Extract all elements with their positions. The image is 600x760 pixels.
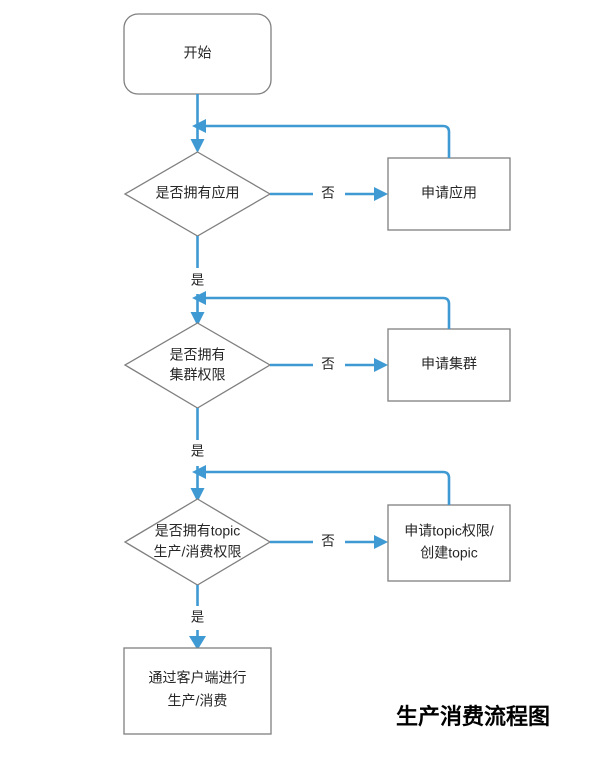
edge-decision-app-yes: 是: [190, 236, 205, 326]
edge-decision-app-no: 否: [270, 186, 388, 201]
edge-feedback-cluster-arrowhead: [192, 291, 206, 305]
node-start[interactable]: 开始: [123, 13, 272, 95]
start-node-label: 开始: [184, 45, 212, 61]
edge-feedback-app: [192, 119, 451, 158]
edge-label-no-cluster: 否: [321, 357, 335, 372]
edge-yes-cluster-arrowhead: [190, 488, 205, 502]
action-app-label-line1: 申请应用: [421, 185, 477, 201]
edge-feedback-topic-arrowhead: [192, 465, 206, 479]
decision-cluster-label-line2: 集群权限: [170, 367, 226, 383]
decision-app-label-line1: 是否拥有应用: [156, 185, 240, 201]
edge-label-yes-topic: 是: [191, 610, 205, 625]
node-action-topic[interactable]: 申请topic权限/ 创建topic: [387, 504, 511, 582]
edge-feedback-topic: [192, 465, 451, 505]
node-action-app[interactable]: 申请应用: [387, 157, 511, 231]
node-decision-cluster[interactable]: 是否拥有 集群权限: [123, 322, 272, 409]
edge-decision-cluster-no: 否: [270, 357, 388, 372]
edge-no-app-arrowhead: [374, 187, 388, 201]
edge-start-to-decision-app: [190, 94, 205, 153]
end-node-label-line2: 生产/消费: [168, 693, 228, 709]
action-topic-shape: [387, 504, 511, 582]
edge-decision-topic-no: 否: [270, 534, 388, 549]
edge-feedback-cluster: [192, 291, 451, 329]
end-node-shape: [123, 647, 272, 735]
node-end[interactable]: 通过客户端进行 生产/消费: [123, 647, 272, 735]
action-cluster-label-line1: 申请集群: [421, 356, 477, 372]
action-topic-label-line2: 创建topic: [420, 545, 478, 561]
edge-decision-topic-yes: 是: [189, 585, 206, 650]
edge-label-yes-cluster: 是: [191, 444, 205, 459]
edge-yes-topic-arrowhead: [189, 636, 206, 650]
node-decision-app[interactable]: 是否拥有应用: [123, 151, 272, 237]
diagram-caption: 生产消费流程图: [396, 704, 550, 729]
action-topic-label-line1: 申请topic权限/: [404, 523, 494, 539]
edge-decision-cluster-yes: 是: [190, 408, 205, 502]
node-decision-topic[interactable]: 是否拥有topic 生产/消费权限: [123, 498, 272, 586]
edge-feedback-app-arrowhead: [192, 119, 206, 133]
end-node-label-line1: 通过客户端进行: [149, 670, 247, 686]
edge-start-arrowhead: [190, 139, 205, 153]
decision-topic-label-line2: 生产/消费权限: [154, 544, 242, 560]
decision-topic-shape: [123, 498, 272, 586]
decision-topic-label-line1: 是否拥有topic: [155, 523, 241, 539]
node-action-cluster[interactable]: 申请集群: [387, 328, 511, 402]
edge-yes-app-arrowhead: [190, 312, 205, 326]
edge-label-no-topic: 否: [321, 534, 335, 549]
decision-cluster-label-line1: 是否拥有: [170, 347, 226, 363]
edge-label-no-app: 否: [321, 186, 335, 201]
decision-cluster-shape: [123, 322, 272, 409]
edge-no-topic-arrowhead: [374, 535, 388, 549]
edge-no-cluster-arrowhead: [374, 358, 388, 372]
edge-feedback-cluster-line: [203, 296, 451, 329]
edge-feedback-app-line: [203, 124, 451, 158]
edge-label-yes-app: 是: [191, 273, 205, 288]
edge-feedback-topic-line: [203, 470, 451, 505]
